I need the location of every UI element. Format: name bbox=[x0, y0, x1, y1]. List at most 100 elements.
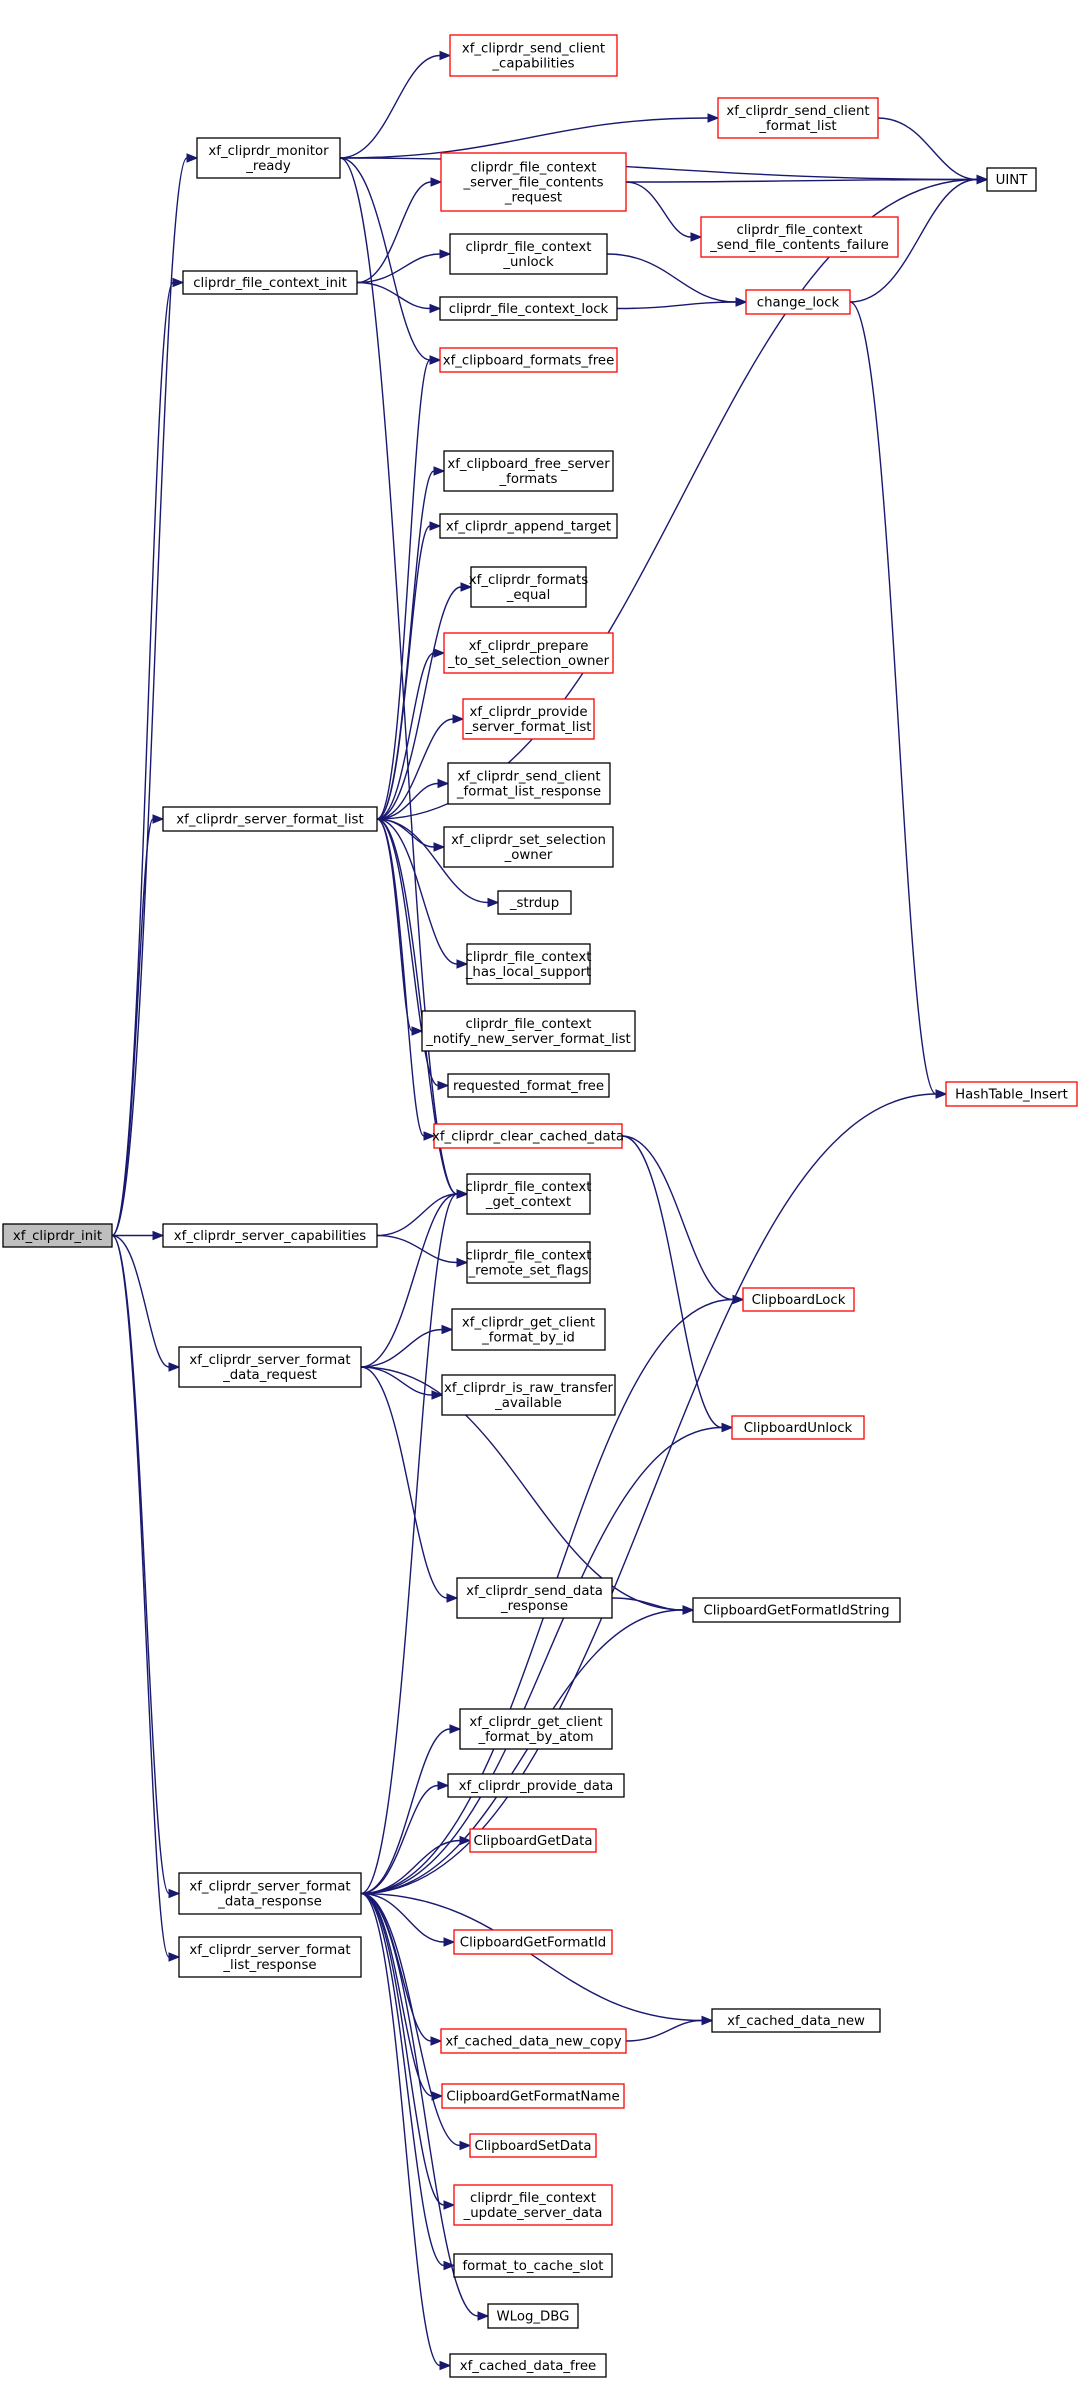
node-box bbox=[466, 1241, 591, 1284]
node-file-context-init[interactable]: cliprdr_file_context_init bbox=[182, 270, 358, 295]
node-box bbox=[487, 2303, 579, 2329]
node-server-format-list-response[interactable]: xf_cliprdr_server_format_list_response bbox=[178, 1936, 362, 1978]
arrowhead-icon bbox=[439, 50, 452, 61]
node-box bbox=[447, 1773, 625, 1798]
node-box bbox=[459, 1708, 613, 1750]
node-has-local-support[interactable]: cliprdr_file_context_has_local_support bbox=[465, 943, 592, 985]
node-requested-format-free[interactable]: requested_format_free bbox=[447, 1073, 610, 1098]
node-notify-new-server-format-list[interactable]: cliprdr_file_context_notify_new_server_f… bbox=[421, 1010, 636, 1052]
arrowhead-icon bbox=[976, 174, 989, 185]
node-ClipboardGetData[interactable]: ClipboardGetData bbox=[469, 1828, 597, 1853]
node-get-context[interactable]: cliprdr_file_context_get_context bbox=[466, 1173, 592, 1215]
node-server-format-data-request[interactable]: xf_cliprdr_server_format_data_request bbox=[178, 1346, 362, 1388]
node-cached-data-free[interactable]: xf_cached_data_free bbox=[449, 2353, 607, 2378]
node-label: HashTable_Insert bbox=[955, 1088, 1068, 1103]
node-remote-set-flags[interactable]: cliprdr_file_context_remote_set_flags bbox=[466, 1241, 592, 1284]
node-HashTable-Insert[interactable]: HashTable_Insert bbox=[945, 1081, 1078, 1107]
node-box bbox=[731, 1415, 865, 1440]
node-label: xf_clipboard_formats_free bbox=[443, 354, 615, 369]
edge-line bbox=[376, 470, 435, 820]
node-server-format-data-response[interactable]: xf_cliprdr_server_format_data_response bbox=[178, 1872, 362, 1915]
node-formats-equal[interactable]: xf_cliprdr_formats_equal bbox=[469, 566, 588, 608]
node-box bbox=[462, 698, 595, 740]
node-label: cliprdr_file_context bbox=[466, 950, 592, 965]
node-prepare-to-set-selection-owner[interactable]: xf_cliprdr_prepare_to_set_selection_owne… bbox=[443, 632, 614, 674]
node-cached-data-new[interactable]: xf_cached_data_new bbox=[711, 2008, 881, 2033]
node-label: xf_cached_data_new_copy bbox=[445, 2035, 621, 2050]
node-box bbox=[456, 1577, 613, 1619]
node-send-client-format-list-response[interactable]: xf_cliprdr_send_client_format_list_respo… bbox=[447, 762, 611, 805]
node-ClipboardGetFormatName[interactable]: ClipboardGetFormatName bbox=[441, 2083, 625, 2109]
node-set-selection-owner[interactable]: xf_cliprdr_set_selection_owner bbox=[443, 826, 614, 868]
call-edge-server_format_data_response-to-WLog_DBG bbox=[360, 1892, 490, 2321]
node-send-client-capabilities[interactable]: xf_cliprdr_send_client_capabilities bbox=[449, 34, 618, 77]
call-edge-cached_data_new_copy-to-cached_data_new bbox=[625, 2015, 714, 2042]
node-server-capabilities[interactable]: xf_cliprdr_server_capabilities bbox=[162, 1223, 378, 1248]
edge-line bbox=[376, 1234, 458, 1264]
node-WLog-DBG[interactable]: WLog_DBG bbox=[487, 2303, 579, 2329]
arrowhead-icon bbox=[423, 1131, 436, 1141]
edge-line bbox=[339, 157, 978, 181]
node-is-raw-transfer-available[interactable]: xf_cliprdr_is_raw_transfer_available bbox=[441, 1374, 616, 1416]
edge-line bbox=[360, 1193, 458, 1895]
node-label: change_lock bbox=[757, 296, 840, 311]
node-clipboard-formats-free[interactable]: xf_clipboard_formats_free bbox=[439, 347, 618, 373]
node-get-client-format-by-id[interactable]: xf_cliprdr_get_client_format_by_id bbox=[451, 1308, 606, 1351]
node-xf-cliprdr-init[interactable]: xf_cliprdr_init bbox=[2, 1223, 113, 1248]
arrowhead-icon bbox=[456, 959, 469, 969]
call-edge-xf_cliprdr_init-to-monitor_ready bbox=[111, 153, 199, 1237]
call-edge-xf_cliprdr_init-to-server_format_data_request bbox=[111, 1234, 181, 1372]
node-box bbox=[469, 1828, 597, 1853]
node-server-file-contents-request[interactable]: cliprdr_file_context_server_file_content… bbox=[440, 152, 627, 212]
node-file-context-unlock[interactable]: cliprdr_file_context_unlock bbox=[449, 233, 608, 275]
arrowhead-icon bbox=[446, 1593, 459, 1603]
node-UINT[interactable]: UINT bbox=[986, 167, 1037, 192]
node-strdup[interactable]: _strdup bbox=[497, 890, 572, 915]
arrowhead-icon bbox=[721, 1422, 734, 1433]
node-label: _formats bbox=[499, 472, 558, 487]
call-edge-xf_cliprdr_init-to-server_capabilities bbox=[112, 1230, 165, 1241]
node-ClipboardUnlock[interactable]: ClipboardUnlock bbox=[731, 1415, 865, 1440]
node-send-file-contents-failure[interactable]: cliprdr_file_context_send_file_contents_… bbox=[700, 216, 899, 258]
node-update-server-data[interactable]: cliprdr_file_context_update_server_data bbox=[453, 2184, 613, 2226]
arrowhead-icon bbox=[443, 2200, 456, 2210]
node-format-to-cache-slot[interactable]: format_to_cache_slot bbox=[453, 2253, 613, 2278]
node-append-target[interactable]: xf_cliprdr_append_target bbox=[439, 513, 618, 539]
node-file-context-lock[interactable]: cliprdr_file_context_lock bbox=[439, 296, 618, 321]
edge-line bbox=[360, 1784, 439, 1895]
node-box bbox=[440, 2028, 627, 2054]
arrowhead-icon bbox=[429, 521, 442, 531]
node-ClipboardLock[interactable]: ClipboardLock bbox=[742, 1287, 855, 1312]
node-label: cliprdr_file_context bbox=[471, 161, 597, 176]
node-send-client-format-list[interactable]: xf_cliprdr_send_client_format_list bbox=[717, 97, 879, 139]
node-monitor-ready[interactable]: xf_cliprdr_monitor_ready bbox=[196, 137, 341, 179]
node-send-data-response[interactable]: xf_cliprdr_send_data_response bbox=[456, 1577, 613, 1619]
arrowhead-icon bbox=[443, 2260, 456, 2271]
node-clipboard-free-server-formats[interactable]: xf_clipboard_free_server_formats bbox=[443, 450, 614, 492]
node-box bbox=[466, 943, 591, 985]
call-edge-server_format_data_response-to-cached_data_new bbox=[360, 1892, 714, 2026]
node-ClipboardGetFormatId[interactable]: ClipboardGetFormatId bbox=[453, 1929, 613, 1955]
arrowhead-icon bbox=[152, 814, 165, 824]
node-label: _unlock bbox=[502, 255, 554, 270]
call-edge-file_context_unlock-to-change_lock bbox=[606, 253, 748, 307]
node-get-client-format-by-atom[interactable]: xf_cliprdr_get_client_format_by_atom bbox=[459, 1708, 613, 1750]
node-clear-cached-data[interactable]: xf_cliprdr_clear_cached_data bbox=[432, 1123, 624, 1149]
node-ClipboardGetFormatIdString[interactable]: ClipboardGetFormatIdString bbox=[692, 1597, 901, 1623]
node-server-format-list[interactable]: xf_cliprdr_server_format_list bbox=[162, 806, 378, 832]
edge-line bbox=[360, 1366, 684, 1611]
call-edge-server_format_data_request-to-is_raw_transfer_available bbox=[360, 1366, 444, 1400]
call-edge-xf_cliprdr_init-to-server_format_list bbox=[111, 814, 165, 1237]
node-cached-data-new-copy[interactable]: xf_cached_data_new_copy bbox=[440, 2028, 627, 2054]
node-provide-data[interactable]: xf_cliprdr_provide_data bbox=[447, 1773, 625, 1798]
node-label: xf_cached_data_new bbox=[727, 2014, 865, 2029]
node-box bbox=[443, 632, 614, 674]
node-box bbox=[178, 1346, 362, 1388]
node-label: _available bbox=[494, 1396, 562, 1411]
node-label: _list_response bbox=[222, 1958, 316, 1973]
arrowhead-icon bbox=[735, 297, 748, 307]
node-change-lock[interactable]: change_lock bbox=[745, 289, 851, 315]
node-label: xf_cliprdr_send_client bbox=[457, 770, 600, 785]
node-ClipboardSetData[interactable]: ClipboardSetData bbox=[469, 2133, 597, 2158]
node-provide-server-format-list[interactable]: xf_cliprdr_provide_server_format_list bbox=[462, 698, 595, 740]
